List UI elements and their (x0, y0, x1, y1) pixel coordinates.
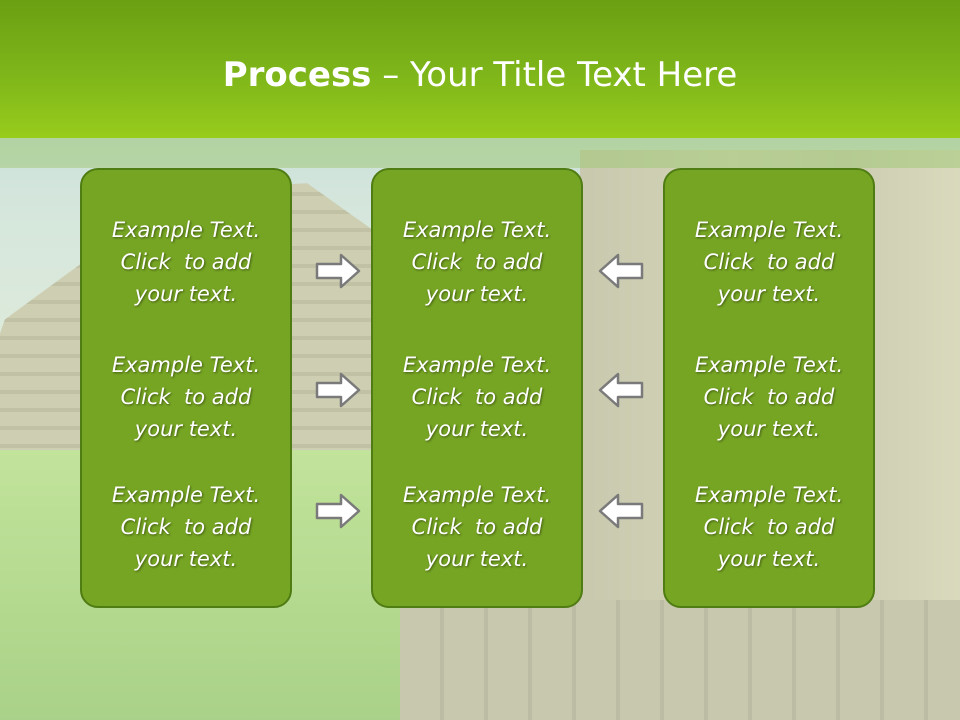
text-block[interactable]: Example Text. Click to add your text. (373, 214, 581, 310)
title-bar (0, 0, 960, 138)
text-line: Click to add (411, 250, 543, 274)
text-line: Example Text. (694, 353, 844, 377)
text-line: Click to add (120, 250, 252, 274)
text-line: Click to add (703, 515, 835, 539)
text-line: Click to add (703, 385, 835, 409)
text-block[interactable]: Example Text. Click to add your text. (665, 349, 873, 445)
text-block[interactable]: Example Text. Click to add your text. (665, 214, 873, 310)
text-line: Click to add (411, 515, 543, 539)
title-bar-strip (0, 138, 960, 168)
right-arrow-icon[interactable] (315, 492, 361, 530)
text-line: Example Text. (694, 483, 844, 507)
text-line: Example Text. (694, 218, 844, 242)
text-line: Example Text. (402, 218, 552, 242)
text-line: your text. (134, 547, 238, 571)
text-line: Example Text. (111, 218, 261, 242)
text-line: your text. (134, 417, 238, 441)
text-line: Click to add (411, 385, 543, 409)
slide-title-bold: Process (222, 55, 372, 95)
text-line: your text. (425, 547, 529, 571)
process-box-1[interactable]: Example Text. Click to add your text. Ex… (80, 168, 292, 608)
text-line: your text. (717, 547, 821, 571)
text-line: Example Text. (111, 353, 261, 377)
text-line: Example Text. (111, 483, 261, 507)
text-block[interactable]: Example Text. Click to add your text. (373, 479, 581, 575)
right-arrow-icon[interactable] (315, 252, 361, 290)
left-arrow-icon[interactable] (598, 492, 644, 530)
text-line: Click to add (120, 515, 252, 539)
right-arrow-icon[interactable] (315, 371, 361, 409)
text-line: Click to add (120, 385, 252, 409)
text-line: your text. (717, 417, 821, 441)
text-line: your text. (425, 417, 529, 441)
text-line: Example Text. (402, 483, 552, 507)
text-block[interactable]: Example Text. Click to add your text. (82, 349, 290, 445)
text-line: your text. (717, 282, 821, 306)
text-block[interactable]: Example Text. Click to add your text. (82, 479, 290, 575)
text-block[interactable]: Example Text. Click to add your text. (82, 214, 290, 310)
text-line: Example Text. (402, 353, 552, 377)
slide-title[interactable]: Process – Your Title Text Here (0, 55, 960, 95)
text-line: your text. (425, 282, 529, 306)
left-arrow-icon[interactable] (598, 371, 644, 409)
text-line: Click to add (703, 250, 835, 274)
text-block[interactable]: Example Text. Click to add your text. (665, 479, 873, 575)
process-box-3[interactable]: Example Text. Click to add your text. Ex… (663, 168, 875, 608)
text-line: your text. (134, 282, 238, 306)
process-box-2[interactable]: Example Text. Click to add your text. Ex… (371, 168, 583, 608)
text-block[interactable]: Example Text. Click to add your text. (373, 349, 581, 445)
slide-title-rest: – Your Title Text Here (371, 55, 738, 95)
left-arrow-icon[interactable] (598, 252, 644, 290)
